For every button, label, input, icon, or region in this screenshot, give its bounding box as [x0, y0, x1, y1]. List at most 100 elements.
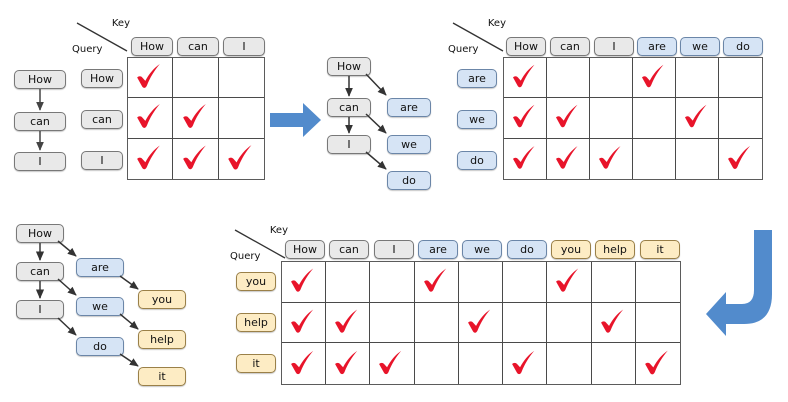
- col-header-you: you: [551, 240, 591, 259]
- matrix-cell-it-How[interactable]: [282, 343, 327, 384]
- matrix-cell-help-can[interactable]: [326, 302, 371, 344]
- col-header-how: How: [131, 37, 173, 56]
- matrix-cell-you-we[interactable]: [458, 262, 504, 303]
- attention-matrix-step2: [503, 57, 763, 180]
- matrix-cell-are-we[interactable]: [676, 58, 719, 99]
- matrix-cell-can-I[interactable]: [218, 98, 264, 139]
- matrix-cell-you-I[interactable]: [370, 262, 415, 303]
- matrix-cell-you-How[interactable]: [282, 262, 327, 303]
- matrix-cell-it-do[interactable]: [503, 343, 548, 384]
- matrix-cell-help-are[interactable]: [414, 302, 459, 344]
- check-icon: [180, 142, 209, 174]
- matrix-cell-help-I[interactable]: [370, 302, 415, 344]
- attention-matrix-step3: [281, 261, 681, 385]
- matrix-cell-we-we[interactable]: [676, 98, 719, 139]
- matrix-cell-it-help[interactable]: [592, 343, 636, 384]
- tree2-node-do: do: [76, 337, 124, 356]
- check-icon: [288, 347, 317, 380]
- matrix-cell-How-I[interactable]: [218, 58, 264, 99]
- col-header-we: we: [462, 240, 502, 259]
- col-header-help: help: [595, 240, 635, 259]
- key-query-corner-label-2: Key Query: [448, 18, 506, 55]
- matrix-cell-do-do[interactable]: [719, 139, 762, 179]
- check-icon: [553, 101, 581, 132]
- col-header-we: we: [680, 37, 720, 56]
- col-header-do: do: [507, 240, 547, 259]
- matrix-cell-we-do[interactable]: [719, 98, 762, 139]
- matrix-cell-it-you[interactable]: [547, 343, 592, 384]
- check-icon: [332, 347, 361, 380]
- check-icon: [180, 101, 209, 132]
- col-header-can: can: [550, 37, 590, 56]
- matrix-cell-do-can[interactable]: [547, 138, 590, 179]
- kq-diagonal-line: [76, 22, 128, 52]
- check-icon: [509, 347, 538, 380]
- matrix-cell-it-we[interactable]: [459, 343, 504, 384]
- check-icon: [288, 265, 317, 297]
- matrix-cell-How-How[interactable]: [128, 58, 174, 99]
- matrix-cell-we-I[interactable]: [590, 98, 633, 139]
- matrix-cell-help-do[interactable]: [503, 302, 548, 344]
- matrix-cell-do-are[interactable]: [633, 138, 676, 179]
- matrix-cell-are-do[interactable]: [719, 58, 762, 99]
- col-header-are: are: [418, 240, 458, 259]
- matrix-cell-can-can[interactable]: [173, 98, 219, 139]
- matrix-cell-help-you[interactable]: [547, 302, 592, 344]
- tree2-node-you: you: [138, 290, 186, 309]
- matrix-cell-help-help[interactable]: [591, 302, 636, 344]
- matrix-cell-are-I[interactable]: [590, 58, 633, 99]
- matrix-cell-do-we[interactable]: [676, 138, 719, 179]
- check-icon: [682, 101, 710, 132]
- matrix-cell-we-How[interactable]: [504, 98, 547, 139]
- matrix-cell-you-are[interactable]: [414, 262, 459, 303]
- matrix-cell-I-How[interactable]: [128, 138, 174, 179]
- chain-token-how: How: [14, 70, 66, 89]
- matrix-cell-it-I[interactable]: [370, 343, 415, 384]
- col-header-i: I: [223, 37, 265, 56]
- tree2-node-i: I: [16, 300, 64, 319]
- matrix-cell-you-can[interactable]: [326, 262, 371, 303]
- matrix-cell-we-are[interactable]: [633, 98, 676, 139]
- key-axis-label: Key: [111, 18, 130, 29]
- matrix-cell-it-it[interactable]: [636, 343, 680, 384]
- row-header-it: it: [236, 354, 276, 373]
- check-icon: [725, 142, 753, 174]
- key-axis-label: Key: [487, 18, 506, 29]
- matrix-cell-help-we[interactable]: [458, 302, 504, 344]
- matrix-cell-are-can[interactable]: [547, 58, 590, 99]
- matrix-cell-you-help[interactable]: [591, 262, 636, 303]
- matrix-cell-How-can[interactable]: [173, 58, 219, 99]
- query-axis-label: Query: [230, 251, 261, 262]
- tree1-node-we: we: [387, 135, 431, 154]
- check-icon: [134, 61, 163, 92]
- tree1-node-can: can: [327, 98, 371, 117]
- matrix-cell-I-I[interactable]: [219, 139, 264, 179]
- col-header-can: can: [177, 37, 219, 56]
- matrix-cell-help-it[interactable]: [635, 303, 680, 344]
- col-header-how: How: [506, 37, 546, 56]
- step-right-arrow: [270, 100, 322, 140]
- matrix-cell-do-I[interactable]: [590, 138, 633, 179]
- matrix-cell-I-can[interactable]: [173, 138, 219, 179]
- chain-token-can: can: [14, 112, 66, 131]
- matrix-cell-you-you[interactable]: [547, 262, 592, 303]
- check-icon: [639, 61, 667, 92]
- matrix-cell-are-How[interactable]: [504, 58, 547, 99]
- matrix-cell-you-it[interactable]: [635, 262, 680, 303]
- matrix-cell-it-are[interactable]: [415, 343, 459, 384]
- matrix-cell-it-can[interactable]: [326, 343, 371, 384]
- kq-diagonal-line: [234, 229, 286, 259]
- check-icon: [465, 306, 494, 338]
- tree1-node-i: I: [327, 135, 371, 154]
- matrix-cell-do-How[interactable]: [504, 138, 547, 179]
- matrix-cell-can-How[interactable]: [128, 98, 174, 139]
- tree2-node-are: are: [76, 258, 124, 277]
- tree2-node-how: How: [16, 224, 64, 243]
- check-icon: [596, 142, 624, 174]
- matrix-cell-you-do[interactable]: [503, 262, 548, 303]
- matrix-cell-are-are[interactable]: [633, 58, 676, 99]
- matrix-cell-we-can[interactable]: [547, 98, 590, 139]
- step-wrap-arrow: [704, 228, 776, 338]
- matrix-cell-help-How[interactable]: [282, 302, 327, 344]
- attention-matrix-step1: [127, 57, 265, 180]
